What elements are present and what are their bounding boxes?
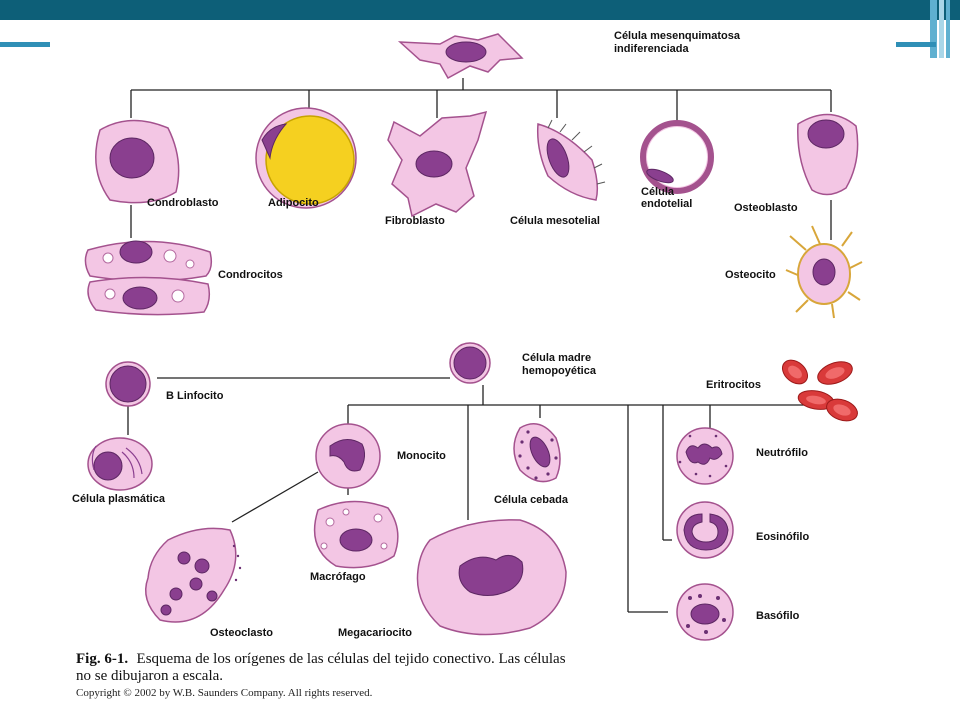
osteocyte-cell — [785, 225, 863, 319]
plasma-cell — [87, 437, 153, 491]
label-osteoclast: Osteoclasto — [210, 627, 273, 639]
decor-bar — [930, 0, 937, 58]
label-mast-cell: Célula cebada — [494, 494, 569, 506]
megakaryocyte-cell — [416, 519, 567, 636]
copyright-notice: Copyright © 2002 by W.B. Saunders Compan… — [76, 687, 373, 699]
chondrocytes — [84, 240, 213, 316]
chondroblast-cell — [95, 119, 180, 204]
label-endothelial-1: Célula — [641, 186, 675, 198]
figure-caption-line-1: Fig. 6-1. Esquema de los orígenes de las… — [76, 650, 566, 667]
label-macrophage: Macrófago — [310, 571, 366, 583]
endothelial-cell — [640, 120, 714, 194]
figure-caption-line-2: no se dibujaron a escala. — [76, 668, 223, 684]
label-osteoblast: Osteoblasto — [734, 202, 798, 214]
label-monocyte: Monocito — [397, 450, 446, 462]
label-endothelial-2: endotelial — [641, 198, 692, 210]
header-bar — [0, 0, 960, 20]
label-mesenchymal-2: indiferenciada — [614, 43, 689, 55]
upper-tree-lines — [130, 78, 832, 240]
mesenchymal-cell — [397, 33, 524, 80]
label-hemopoietic-2: hemopoyética — [522, 365, 597, 377]
neutrophil-cell — [676, 427, 734, 485]
macrophage-cell — [313, 500, 399, 569]
label-erythrocytes: Eritrocitos — [706, 379, 761, 391]
label-fibroblast: Fibroblasto — [385, 215, 445, 227]
label-b-lymphocyte: B Linfocito — [166, 390, 224, 402]
adipocyte-cell — [255, 107, 357, 209]
caption-text-1: Esquema de los orígenes de las células d… — [137, 651, 566, 667]
mast-cell — [513, 423, 561, 483]
decor-stripe-right — [896, 42, 936, 47]
label-mesothelial: Célula mesotelial — [510, 215, 600, 227]
label-hemopoietic-1: Célula madre — [522, 352, 591, 364]
monocyte-cell — [315, 423, 381, 489]
label-chondroblast: Condroblasto — [147, 197, 219, 209]
basophil-cell — [676, 583, 734, 641]
figure-number: Fig. 6-1. — [76, 651, 128, 667]
b-lymphocyte-cell — [105, 361, 151, 407]
label-adipocyte: Adipocito — [268, 197, 319, 209]
eosinophil-cell — [676, 501, 734, 559]
label-megakaryocyte: Megacariocito — [338, 627, 412, 639]
erythrocytes — [781, 359, 858, 422]
label-basophil: Basófilo — [756, 610, 800, 622]
decor-bar — [946, 0, 950, 58]
hemopoietic-stem-cell — [449, 342, 491, 384]
label-eosinophil: Eosinófilo — [756, 531, 809, 543]
label-plasma-cell: Célula plasmática — [72, 493, 166, 505]
decor-stripe-left — [0, 42, 52, 47]
label-osteocyte: Osteocito — [725, 269, 776, 281]
label-chondrocytes: Condrocitos — [218, 269, 283, 281]
label-mesenchymal-1: Célula mesenquimatosa — [614, 30, 741, 42]
mesothelial-cell — [536, 119, 606, 201]
fibroblast-cell — [387, 110, 488, 218]
osteoclast-cell — [145, 527, 242, 623]
osteoblast-cell — [797, 113, 859, 196]
lower-tree-lines — [127, 377, 833, 613]
decor-bar — [939, 0, 944, 58]
label-neutrophil: Neutrófilo — [756, 447, 808, 459]
